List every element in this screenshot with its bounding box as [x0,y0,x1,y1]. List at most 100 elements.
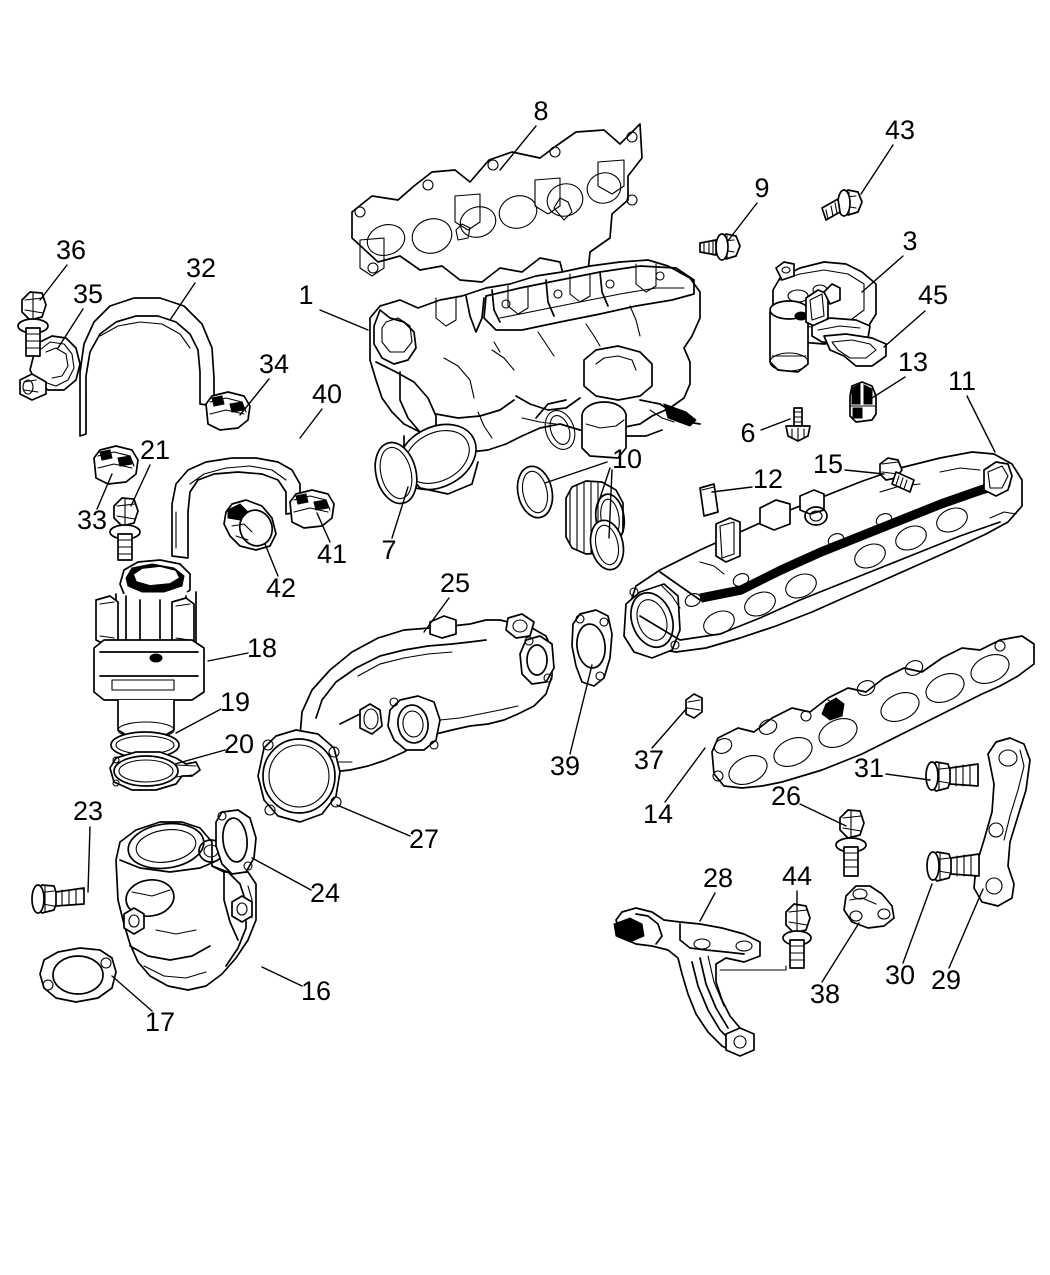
part-spacer-block [699,483,719,517]
callout-number-6: 6 [740,418,755,448]
callout-1[interactable]: 1 [298,280,369,331]
part-hose-clamp-mid [205,391,251,431]
callout-number-34: 34 [259,349,289,379]
callout-42[interactable]: 42 [264,543,296,603]
callout-number-10: 10 [612,444,642,474]
part-crossover-tube-flange-gasket [257,729,342,823]
callout-6[interactable]: 6 [740,418,791,448]
callout-40[interactable]: 40 [299,379,342,439]
callout-number-45: 45 [918,280,948,310]
leader-line-16 [261,966,303,987]
callout-number-35: 35 [73,279,103,309]
part-throttle-body-side-gasket [215,809,257,875]
callout-number-41: 41 [317,539,347,569]
leader-line-24 [251,857,312,891]
callout-17[interactable]: 17 [111,975,175,1037]
callout-7[interactable]: 7 [381,486,409,565]
callout-14[interactable]: 14 [643,747,706,829]
part-throttle-body-gasket [39,947,117,1003]
part-vacuum-hose-upper [79,297,215,437]
callout-number-19: 19 [220,687,250,717]
part-triangular-mounting-plate [843,885,895,929]
leader-line-10 [544,461,613,539]
callout-35[interactable]: 35 [57,279,103,349]
callout-8[interactable]: 8 [499,96,549,171]
part-bellows-connector-and-o-rings [516,465,626,571]
part-dowel-pin [685,693,703,719]
leader-line-9 [726,202,758,243]
part-intake-manifold-gasket-upper [351,123,643,287]
part-shoulder-bolt [879,457,915,493]
part-flange-bolt-upper-right [821,189,863,221]
callout-19[interactable]: 19 [175,687,250,734]
leader-line-27 [336,804,411,837]
callout-number-18: 18 [247,633,277,663]
leader-line-28 [699,892,716,922]
leader-line-19 [175,708,222,734]
part-hose-fitting-connector [223,499,277,551]
part-support-bracket-assembly [613,907,787,1057]
callout-10[interactable]: 10 [544,444,642,539]
callout-44[interactable]: 44 [782,861,812,907]
callout-12[interactable]: 12 [711,464,783,494]
callout-number-24: 24 [310,878,340,908]
callout-21[interactable]: 21 [130,435,170,507]
callout-number-9: 9 [754,173,769,203]
callout-number-15: 15 [813,449,843,479]
callout-number-44: 44 [782,861,812,891]
callout-number-28: 28 [703,863,733,893]
callout-number-39: 39 [550,751,580,781]
callout-33[interactable]: 33 [77,473,113,535]
callout-20[interactable]: 20 [174,729,254,765]
callout-30[interactable]: 30 [885,883,933,990]
part-hose-clamp-right [289,489,335,529]
leader-line-15 [844,469,885,475]
callout-3[interactable]: 3 [861,226,918,293]
callout-29[interactable]: 29 [931,888,984,995]
callout-26[interactable]: 26 [771,781,847,827]
callout-23[interactable]: 23 [73,796,103,893]
part-hex-flange-bolt [109,497,141,561]
callout-32[interactable]: 32 [169,253,216,321]
leader-line-1 [319,309,369,331]
part-egr-valve-assembly [93,559,205,739]
part-shoulder-bolt-long [835,809,867,877]
callout-31[interactable]: 31 [854,753,931,783]
callout-15[interactable]: 15 [813,449,885,479]
callout-9[interactable]: 9 [726,173,770,243]
callout-25[interactable]: 25 [423,568,470,633]
callout-27[interactable]: 27 [336,804,439,854]
callout-number-26: 26 [771,781,801,811]
callout-number-37: 37 [634,745,664,775]
part-clip-mounting-bolt [17,291,49,357]
callout-number-1: 1 [298,280,313,310]
callout-38[interactable]: 38 [810,922,860,1009]
callout-39[interactable]: 39 [550,664,593,781]
callout-number-17: 17 [145,1007,175,1037]
callout-24[interactable]: 24 [251,857,340,908]
callout-number-38: 38 [810,979,840,1009]
callout-number-33: 33 [77,505,107,535]
callout-number-3: 3 [902,226,917,256]
callout-36[interactable]: 36 [39,235,86,301]
leader-line-43 [860,144,894,195]
callout-37[interactable]: 37 [634,707,688,775]
part-egr-crossover-tube [299,613,555,773]
callout-18[interactable]: 18 [207,633,277,663]
leader-line-35 [57,308,84,349]
part-intake-manifold-lower [623,451,1023,659]
leader-line-34 [239,378,270,416]
callout-28[interactable]: 28 [699,863,733,922]
callout-45[interactable]: 45 [883,280,948,348]
part-egr-valve-o-ring [110,731,180,759]
callout-number-23: 23 [73,796,103,826]
callout-number-7: 7 [381,535,396,565]
callout-41[interactable]: 41 [316,512,347,569]
callout-34[interactable]: 34 [239,349,289,416]
callout-number-13: 13 [898,347,928,377]
callout-43[interactable]: 43 [860,115,915,195]
callout-11[interactable]: 11 [948,366,996,453]
callout-13[interactable]: 13 [871,347,928,399]
callout-16[interactable]: 16 [261,966,331,1006]
